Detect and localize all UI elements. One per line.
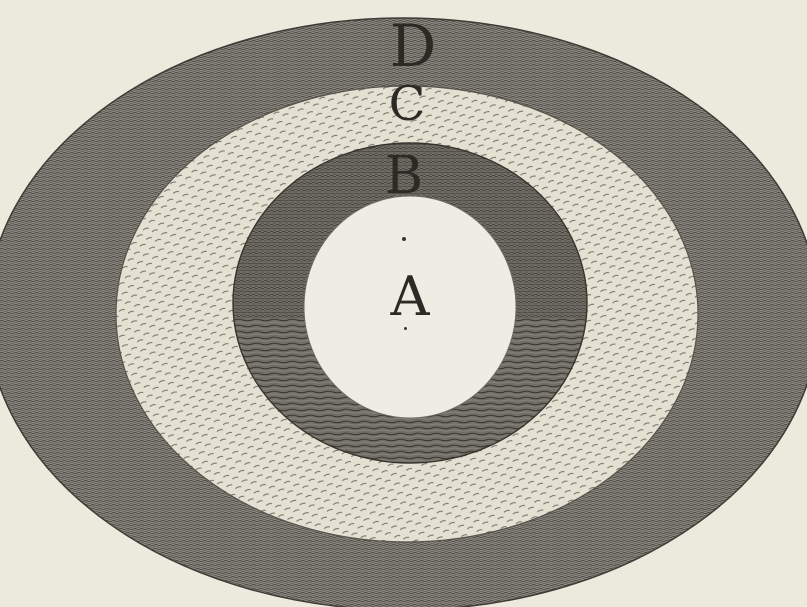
label-c: C — [389, 80, 426, 128]
speck-mark — [402, 237, 406, 241]
label-a: A — [391, 270, 430, 324]
label-b: B — [385, 150, 423, 202]
label-d: D — [390, 17, 437, 75]
